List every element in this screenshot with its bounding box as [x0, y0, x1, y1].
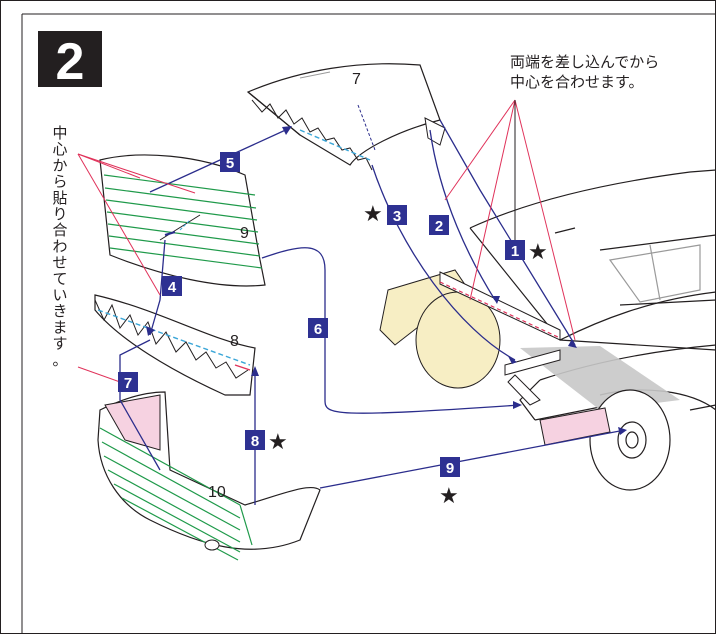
step-badge-3-num: 3 [393, 208, 401, 225]
step-badge-9: 9 ★ [439, 457, 460, 508]
step-badge-5: 5 [220, 152, 240, 172]
step-number: 2 [56, 33, 85, 91]
guide-step-4 [149, 239, 166, 336]
note-left-char: り [52, 206, 67, 223]
step-badge-9-num: 9 [446, 460, 454, 477]
note-left-char: き [52, 303, 67, 320]
note-left-char: 心 [52, 141, 67, 158]
body-slots [439, 271, 561, 406]
part-label-8: 8 [230, 333, 239, 350]
note-left-char: か [52, 157, 67, 174]
note-left-char: 。 [52, 352, 67, 369]
step-badge-7: 7 [118, 372, 138, 392]
body-slot-redline [439, 281, 561, 339]
step-badge-5-num: 5 [226, 155, 234, 172]
fender-pink [539, 407, 611, 446]
step-badge-6: 6 [308, 318, 328, 338]
step-badge-7-num: 7 [124, 375, 132, 392]
step-badge-6-num: 6 [314, 321, 322, 338]
guide-arrowheads [146, 126, 627, 435]
step-badge-1-star: ★ [528, 239, 548, 264]
note-left-char: せ [52, 255, 67, 272]
note-left-char: い [52, 287, 67, 304]
step-badge-8-star: ★ [268, 429, 288, 454]
note-left-char: わ [52, 238, 67, 255]
guide-step-9 [319, 429, 626, 489]
step-badge-3: ★ 3 [363, 201, 407, 226]
note-left-char: 合 [52, 222, 67, 239]
step-badge-1: 1 ★ [505, 239, 548, 264]
part-label-9: 9 [240, 225, 249, 242]
part-9 [99, 154, 266, 287]
step-badge-8-num: 8 [251, 433, 259, 450]
step-badge-4-num: 4 [168, 279, 177, 296]
leader-lines [77, 99, 576, 383]
note-left-char: す [52, 336, 67, 353]
note-left-char: ま [52, 319, 67, 336]
step-badge-8: 8 ★ [245, 429, 288, 454]
step-badge-9-star: ★ [439, 483, 459, 508]
step-badge-2-num: 2 [435, 218, 443, 235]
step-badge-4: 4 [162, 276, 182, 296]
note-left-char: ら [52, 174, 67, 191]
part-label-7: 7 [352, 71, 361, 88]
part-label-10: 10 [208, 484, 226, 501]
step-badge-1-num: 1 [511, 243, 519, 260]
step-badge-3-star: ★ [363, 201, 383, 226]
guide-step-2 [429, 129, 496, 301]
note-top-right-line1: 両端を差し込んでから [510, 54, 659, 71]
guide-step-6 [261, 247, 521, 414]
note-top-right-line2: 中心を合わせます。 [510, 74, 644, 91]
part-7 [246, 63, 446, 171]
rear-wheel [589, 389, 671, 491]
guide-step-3 [371, 164, 516, 361]
note-left-char: て [52, 271, 67, 288]
note-left-char: 中 [52, 125, 67, 142]
note-left-char: 貼 [52, 190, 67, 207]
guide-step-1 [439, 119, 576, 346]
part-8 [94, 294, 256, 396]
step-badge-2: 2 [429, 215, 449, 235]
step-number-badge: 2 [38, 31, 102, 91]
